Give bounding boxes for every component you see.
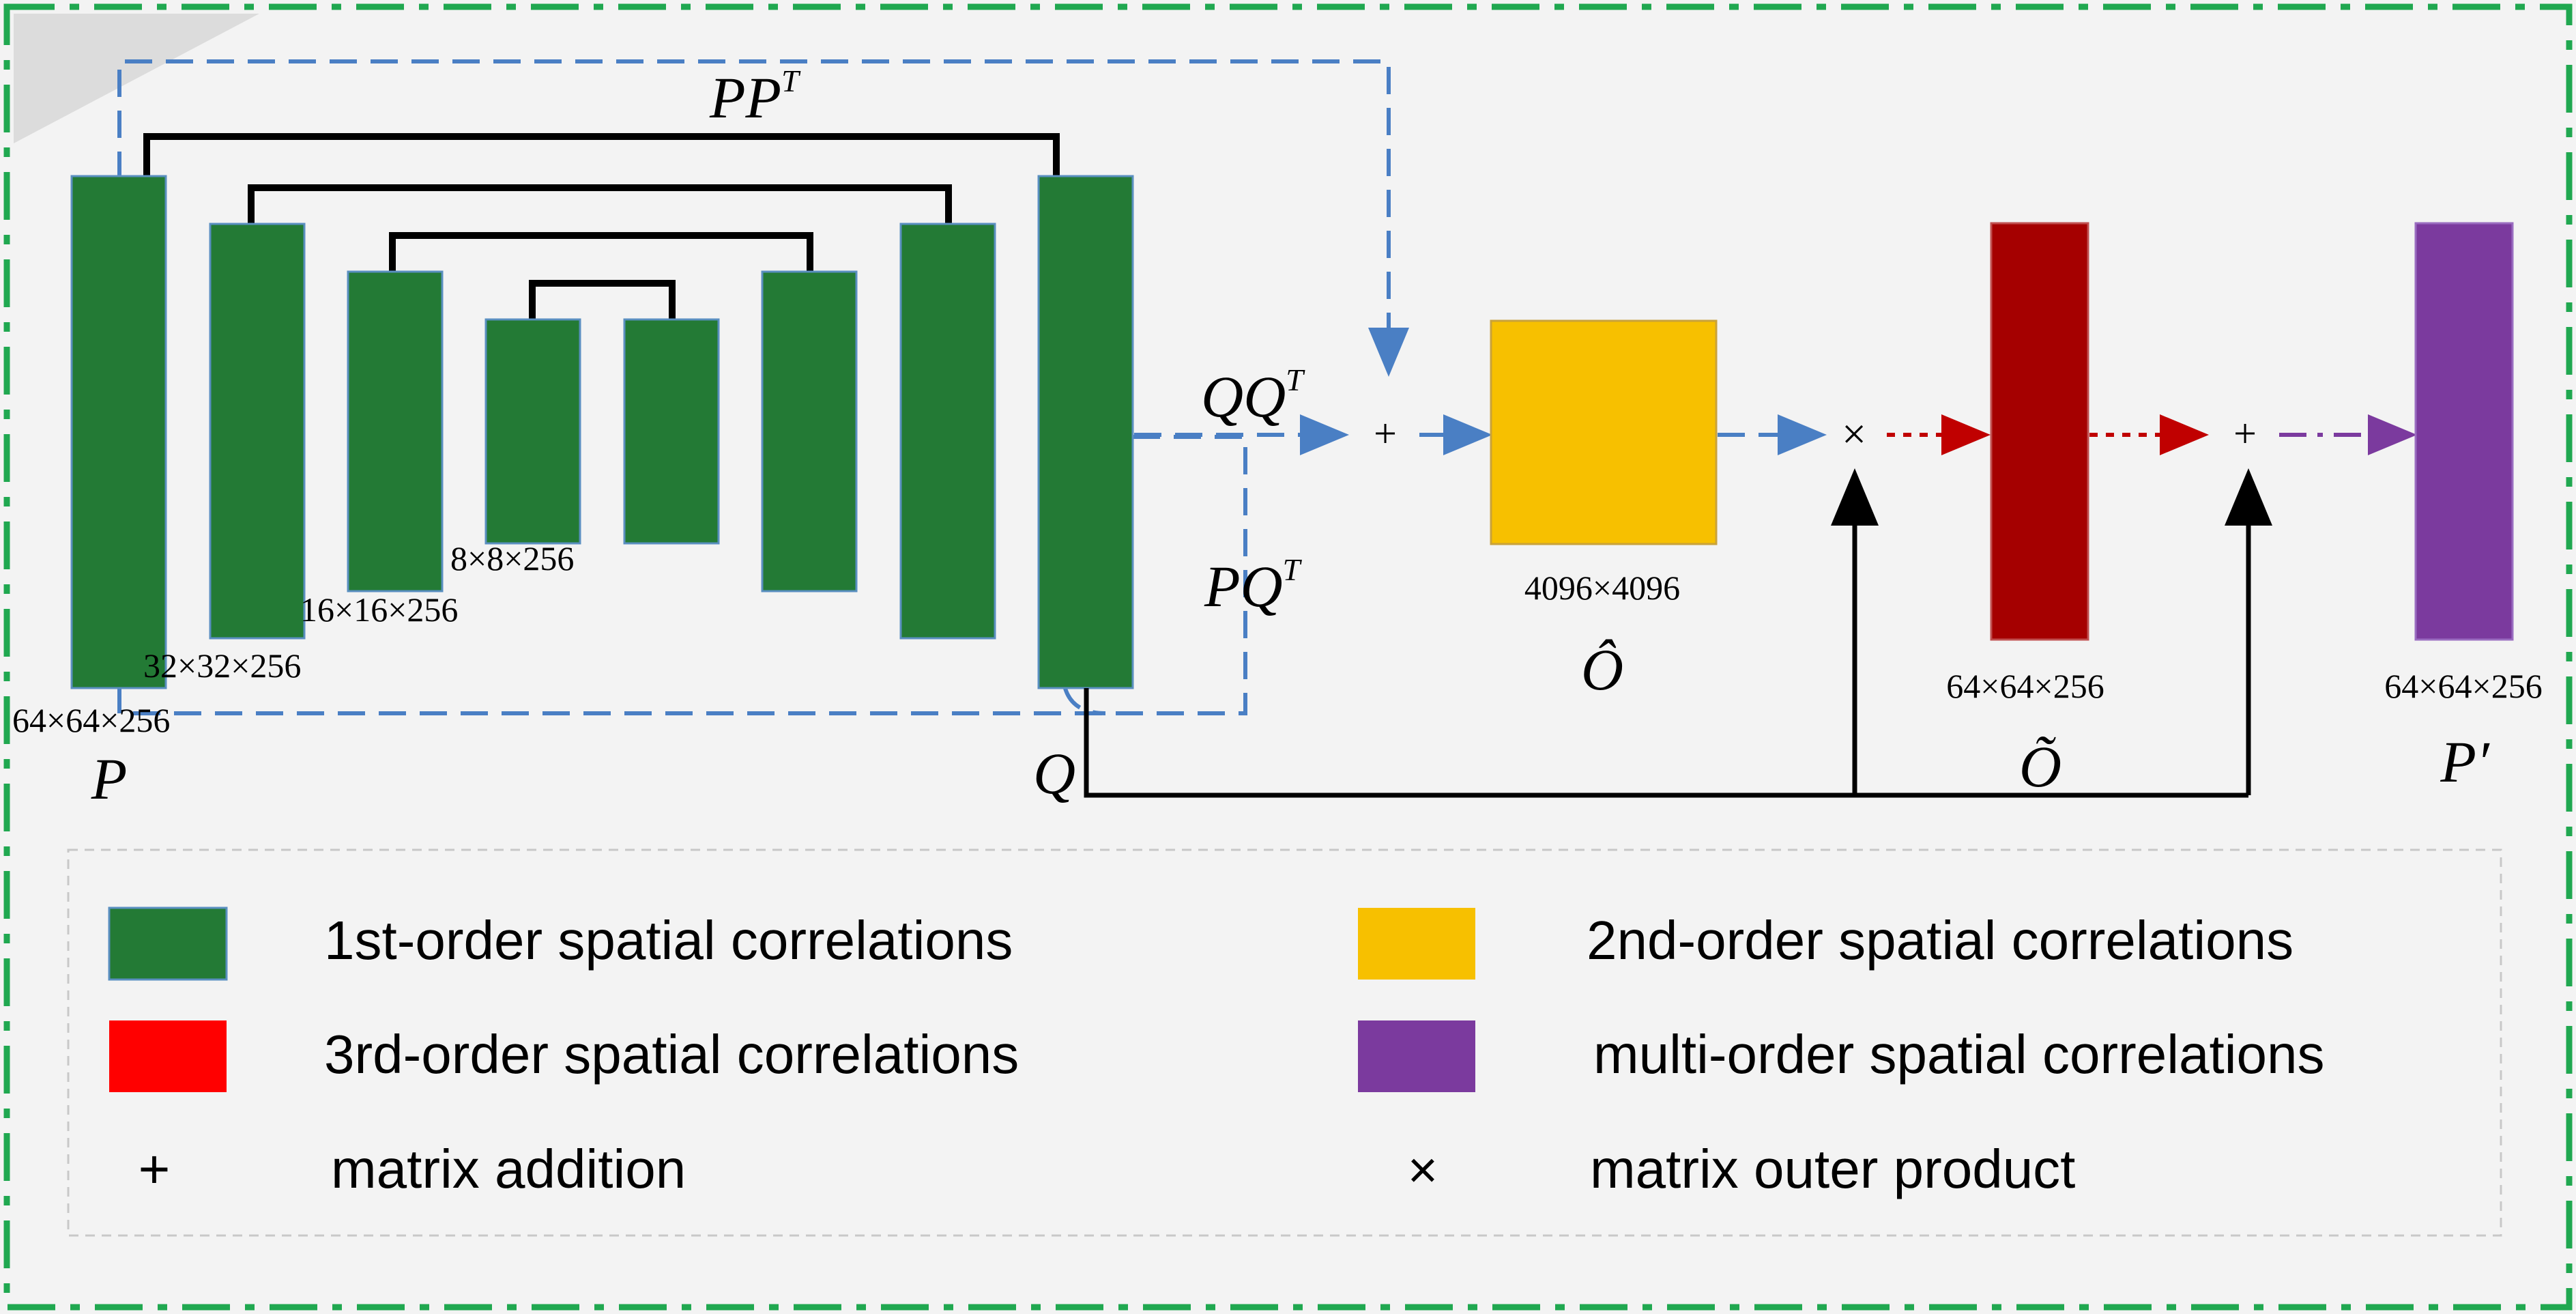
block-o-tilde	[1990, 222, 2089, 641]
block-enc-8	[484, 318, 581, 545]
legend-swatch-first-order	[108, 906, 228, 981]
legend-times-symbol: ×	[1408, 1141, 1438, 1199]
dim-o-tilde-label: 64×64×256	[1946, 667, 2104, 705]
dim-4096-label: 4096×4096	[1524, 569, 1680, 607]
skip-bracket-2	[248, 184, 952, 225]
dim-32-label: 32×32×256	[143, 646, 301, 685]
block-dec-16	[761, 270, 858, 592]
legend-swatch-multi-order	[1358, 1020, 1475, 1092]
block-enc-16	[347, 270, 444, 592]
p-prime-label: P′	[2440, 729, 2490, 795]
o-tilde-label: Õ	[2019, 734, 2061, 799]
times-operator: ×	[1842, 410, 1866, 458]
legend-swatch-third-order	[109, 1020, 227, 1092]
legend-label-third-order: 3rd-order spatial correlations	[324, 1024, 1019, 1085]
q-label: Q	[1033, 741, 1075, 806]
legend-plus-symbol: +	[139, 1139, 171, 1199]
outer-frame	[3, 3, 2573, 1311]
block-enc-32	[209, 223, 306, 640]
legend-label-first-order: 1st-order spatial correlations	[324, 910, 1013, 971]
legend-swatch-second-order	[1358, 908, 1475, 980]
block-p	[70, 175, 167, 689]
q-feedback-line	[1084, 688, 2248, 798]
skip-bracket-4	[529, 280, 676, 321]
legend-label-multi-order: multi-order spatial correlations	[1593, 1024, 2325, 1085]
block-p-prime	[2414, 222, 2514, 641]
skip-bracket-1	[143, 133, 1060, 179]
skip-bracket-3	[389, 232, 813, 273]
dim-64-label: 64×64×256	[12, 701, 170, 739]
plus-operator-1: +	[1374, 411, 1397, 456]
pq-t-label: PQT	[1204, 552, 1303, 619]
o-hat-label: Ô	[1581, 637, 1623, 702]
legend-label-second-order: 2nd-order spatial correlations	[1587, 910, 2293, 971]
block-q	[1037, 175, 1134, 689]
corner-shade	[14, 14, 259, 143]
legend-plus-label: matrix addition	[331, 1139, 686, 1199]
pp-t-flow-path	[117, 59, 1409, 377]
dim-8-label: 8×8×256	[450, 539, 574, 577]
q-loop-path	[1062, 685, 1106, 715]
block-dec-8	[623, 318, 720, 545]
pp-t-label: PPT	[709, 63, 801, 130]
qq-t-label: QQT	[1201, 362, 1305, 429]
plus-operator-2: +	[2233, 411, 2257, 456]
dim-p-prime-label: 64×64×256	[2384, 667, 2542, 705]
legend-box	[67, 848, 2502, 1237]
p-label: P	[91, 746, 128, 812]
block-dec-32	[899, 223, 996, 640]
legend-times-label: matrix outer product	[1590, 1139, 2075, 1199]
block-o-hat	[1490, 319, 1718, 545]
dim-16-label: 16×16×256	[300, 590, 458, 629]
